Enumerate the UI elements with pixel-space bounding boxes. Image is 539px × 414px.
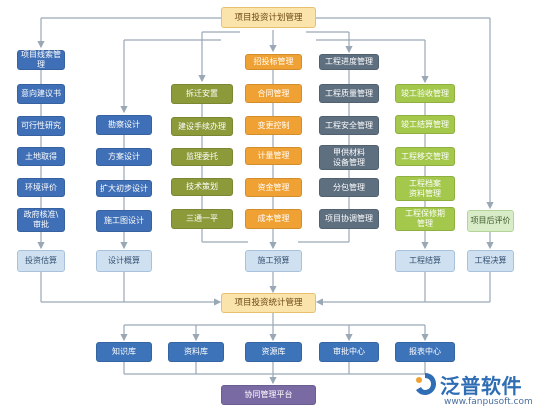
col5-node-4: 甲供材料 设备管理 [319, 145, 379, 170]
design-budget-node: 设计概算 [96, 250, 152, 272]
col5-node-5: 分包管理 [319, 178, 379, 197]
project-settlement-node: 工程结算 [395, 250, 455, 272]
construction-budget-node: 施工预算 [245, 250, 302, 272]
project-investment-plan-node: 项目投资计划管理 [221, 7, 316, 28]
col5-node-1: 工程进度管理 [319, 54, 379, 70]
col1-node-3: 可行性研究 [17, 116, 65, 136]
post-evaluation-node: 项目后评价 [467, 210, 514, 232]
col2-node-3: 扩大初步设计 [96, 180, 152, 197]
col6-node-1: 竣工验收管理 [395, 84, 455, 103]
col1-node-5: 环境评价 [17, 178, 65, 197]
investment-estimate-node: 投资估算 [17, 250, 65, 272]
col5-node-3: 工程安全管理 [319, 116, 379, 135]
col3-node-2: 建设手续办理 [171, 117, 233, 136]
col1-node-2: 意向建议书 [17, 84, 65, 104]
knowledge-base-node: 知识库 [96, 342, 152, 362]
logo-url: www.fanpusoft.com [444, 397, 533, 407]
col3-node-5: 三通一平 [171, 209, 233, 229]
col2-node-1: 勘察设计 [96, 115, 152, 135]
col3-node-4: 技术策划 [171, 178, 233, 196]
col6-node-5: 工程保修期 管理 [395, 207, 455, 231]
col3-node-1: 拆迁安置 [171, 84, 233, 104]
approval-center-node: 审批中心 [319, 342, 379, 362]
investment-statistics-node: 项目投资统计管理 [221, 293, 316, 313]
report-center-node: 报表中心 [395, 342, 455, 362]
col6-node-2: 竣工结算管理 [395, 115, 455, 134]
col2-node-4: 施工图设计 [96, 210, 152, 232]
col4-node-6: 成本管理 [245, 209, 302, 229]
document-library-node: 资料库 [168, 342, 224, 362]
col4-node-3: 变更控制 [245, 116, 302, 135]
col3-node-3: 监理委托 [171, 148, 233, 166]
col1-node-4: 土地取得 [17, 147, 65, 166]
collaboration-platform-node: 协同管理平台 [221, 385, 316, 405]
fanpu-logo: 泛普软件 www.fanpusoft.com [412, 369, 533, 411]
col6-node-3: 工程移交管理 [395, 147, 455, 166]
col4-node-1: 招投标管理 [245, 54, 302, 70]
col4-node-5: 资金管理 [245, 178, 302, 197]
col6-node-4: 工程档案 资料管理 [395, 176, 455, 201]
col5-node-6: 项目协调管理 [319, 209, 379, 229]
col4-node-4: 计量管理 [245, 147, 302, 165]
fanpu-logo-icon [416, 373, 436, 395]
logo-name: 泛普软件 [440, 374, 522, 398]
col5-node-2: 工程质量管理 [319, 84, 379, 103]
col1-node-6: 政府核准\ 审批 [17, 208, 65, 232]
final-accounts-node: 工程决算 [467, 250, 514, 272]
col1-node-1: 项目线索管理 [17, 50, 65, 70]
col4-node-2: 合同管理 [245, 84, 302, 103]
resource-library-node: 资源库 [245, 342, 302, 362]
col2-node-2: 方案设计 [96, 148, 152, 166]
